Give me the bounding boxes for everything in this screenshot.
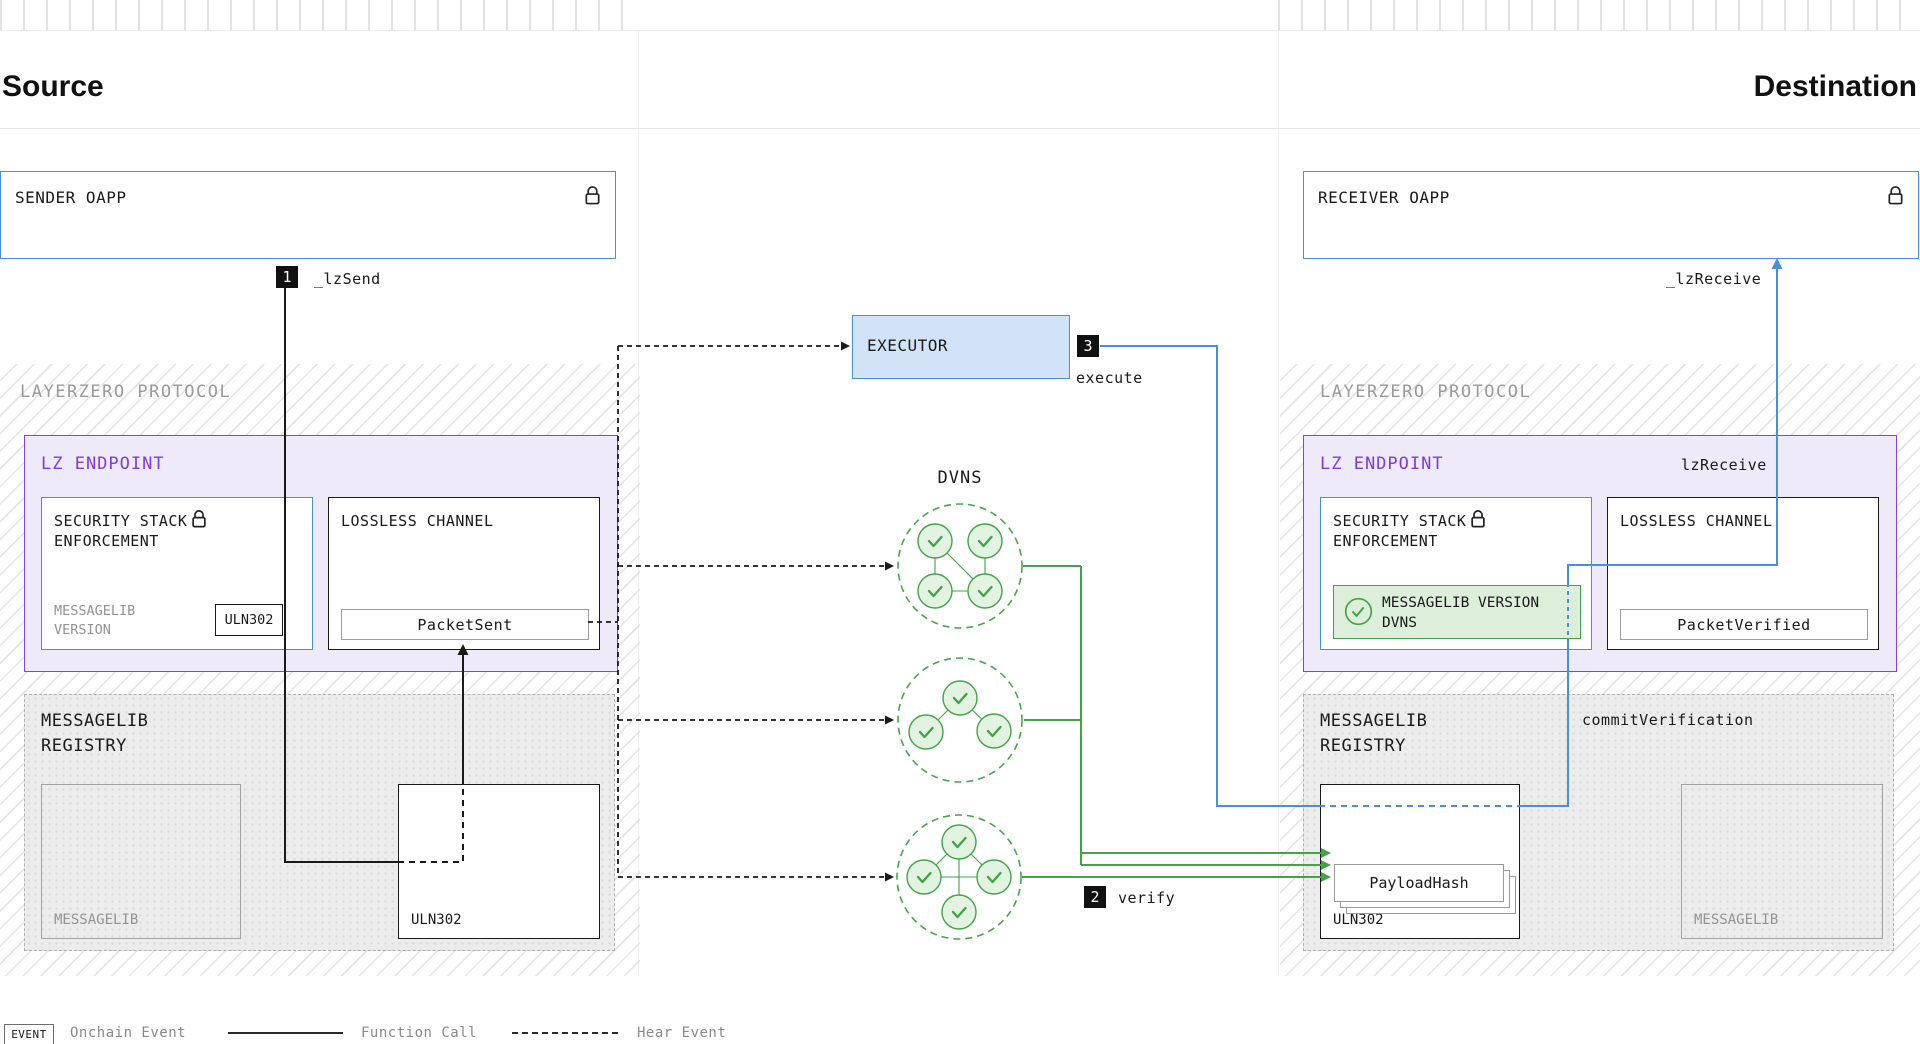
lock-icon (1886, 185, 1905, 206)
executor-box: EXECUTOR (852, 315, 1070, 379)
legend-solid-line (228, 1032, 343, 1034)
legend: EVENT Onchain Event Function Call Hear E… (0, 1010, 1920, 1044)
top-hatch-strip-right (1278, 0, 1920, 30)
lz-endpoint-source: LZ ENDPOINT SECURITY STACK ENFORCEMENT M… (24, 435, 618, 672)
lz-endpoint-destination: LZ ENDPOINT lzReceive SECURITY STACK ENF… (1303, 435, 1897, 672)
lossless-channel-title: LOSSLESS CHANNEL (1620, 512, 1773, 530)
registry-messagelib-box: MESSAGELIB (1681, 784, 1883, 939)
execute-label: execute (1076, 369, 1143, 387)
registry-uln302-label: ULN302 (411, 912, 462, 928)
lossless-channel-title: LOSSLESS CHANNEL (341, 512, 494, 530)
receiver-oapp-box: RECEIVER OAPP (1303, 171, 1919, 259)
dvn-group-bottom (896, 814, 1022, 940)
legend-hear-event-label: Hear Event (637, 1025, 727, 1041)
uln302-chip: ULN302 (215, 604, 283, 636)
step-badge-1: 1 (276, 266, 298, 288)
registry-title: MESSAGELIB REGISTRY (1320, 711, 1428, 756)
sender-oapp-box: SENDER OAPP (0, 171, 616, 259)
messagelib-version-dvns-verified: MESSAGELIB VERSION DVNS (1333, 585, 1581, 639)
source-header: Source (2, 70, 104, 103)
executor-title: EXECUTOR (867, 336, 949, 355)
lzreceive-outer-label: _lzReceive (1666, 270, 1762, 288)
security-stack-box-source: SECURITY STACK ENFORCEMENT MESSAGELIB VE… (41, 497, 313, 650)
layerzero-protocol-label-source: LAYERZERO PROTOCOL (20, 382, 232, 402)
check-circle-icon (1344, 597, 1373, 626)
messagelib-version-label: MESSAGELIB VERSION (54, 603, 136, 638)
dvn-group-top (897, 503, 1023, 629)
packet-verified-event: PacketVerified (1620, 609, 1868, 640)
security-stack-box-destination: SECURITY STACK ENFORCEMENT MESSAGELIB VE… (1320, 497, 1592, 650)
verify-lines (1022, 565, 1322, 878)
lossless-channel-box-destination: LOSSLESS CHANNEL PacketVerified (1607, 497, 1879, 650)
packet-sent-event: PacketSent (341, 609, 589, 640)
dvn-group-middle (897, 657, 1023, 783)
registry-uln302-label: ULN302 (1333, 912, 1384, 928)
header-divider (0, 128, 1920, 129)
sender-oapp-title: SENDER OAPP (15, 188, 127, 207)
hear-event-arrowheads (841, 341, 894, 882)
layerzero-protocol-label-destination: LAYERZERO PROTOCOL (1320, 382, 1532, 402)
registry-uln302-box-source: ULN302 (398, 784, 600, 939)
lz-endpoint-title: LZ ENDPOINT (41, 454, 165, 474)
messagelib-registry-destination: MESSAGELIB REGISTRY commitVerification U… (1303, 694, 1894, 951)
receiver-oapp-title: RECEIVER OAPP (1318, 188, 1450, 207)
top-hatch-strip-left (0, 0, 638, 30)
verified-label: MESSAGELIB VERSION DVNS (1382, 595, 1540, 632)
step-badge-3: 3 (1077, 335, 1099, 357)
registry-messagelib-label: MESSAGELIB (54, 912, 139, 928)
legend-dashed-line (512, 1032, 618, 1034)
registry-messagelib-label: MESSAGELIB (1694, 912, 1779, 928)
payload-hash-paper: PayloadHash (1334, 864, 1504, 902)
messagelib-registry-source: MESSAGELIB REGISTRY MESSAGELIB ULN302 (24, 694, 615, 951)
security-stack-title: SECURITY STACK ENFORCEMENT (54, 512, 188, 551)
registry-title: MESSAGELIB REGISTRY (41, 711, 149, 756)
arrowhead-lzreceive (1771, 258, 1783, 269)
registry-uln302-box-destination: ULN302 PayloadHash (1320, 784, 1520, 939)
lock-icon (1469, 509, 1487, 529)
legend-event-box: EVENT (4, 1024, 54, 1044)
top-hairline (0, 30, 1920, 31)
verify-label: verify (1118, 889, 1176, 907)
legend-onchain-label: Onchain Event (70, 1025, 187, 1041)
column-divider-right (1278, 31, 1279, 976)
step-badge-2: 2 (1084, 886, 1106, 908)
destination-header: Destination (1753, 70, 1917, 103)
lossless-channel-box-source: LOSSLESS CHANNEL PacketSent (328, 497, 600, 650)
legend-function-call-label: Function Call (361, 1025, 478, 1041)
registry-messagelib-box: MESSAGELIB (41, 784, 241, 939)
commit-verification-label: commitVerification (1582, 711, 1754, 729)
lzreceive-call-label: lzReceive (1681, 456, 1767, 474)
lz-endpoint-title: LZ ENDPOINT (1320, 454, 1444, 474)
dvns-label: DVNS (937, 468, 983, 488)
lzsend-label: _lzSend (314, 270, 381, 288)
lock-icon (583, 185, 602, 206)
lock-icon (190, 509, 208, 529)
security-stack-title: SECURITY STACK ENFORCEMENT (1333, 512, 1467, 551)
